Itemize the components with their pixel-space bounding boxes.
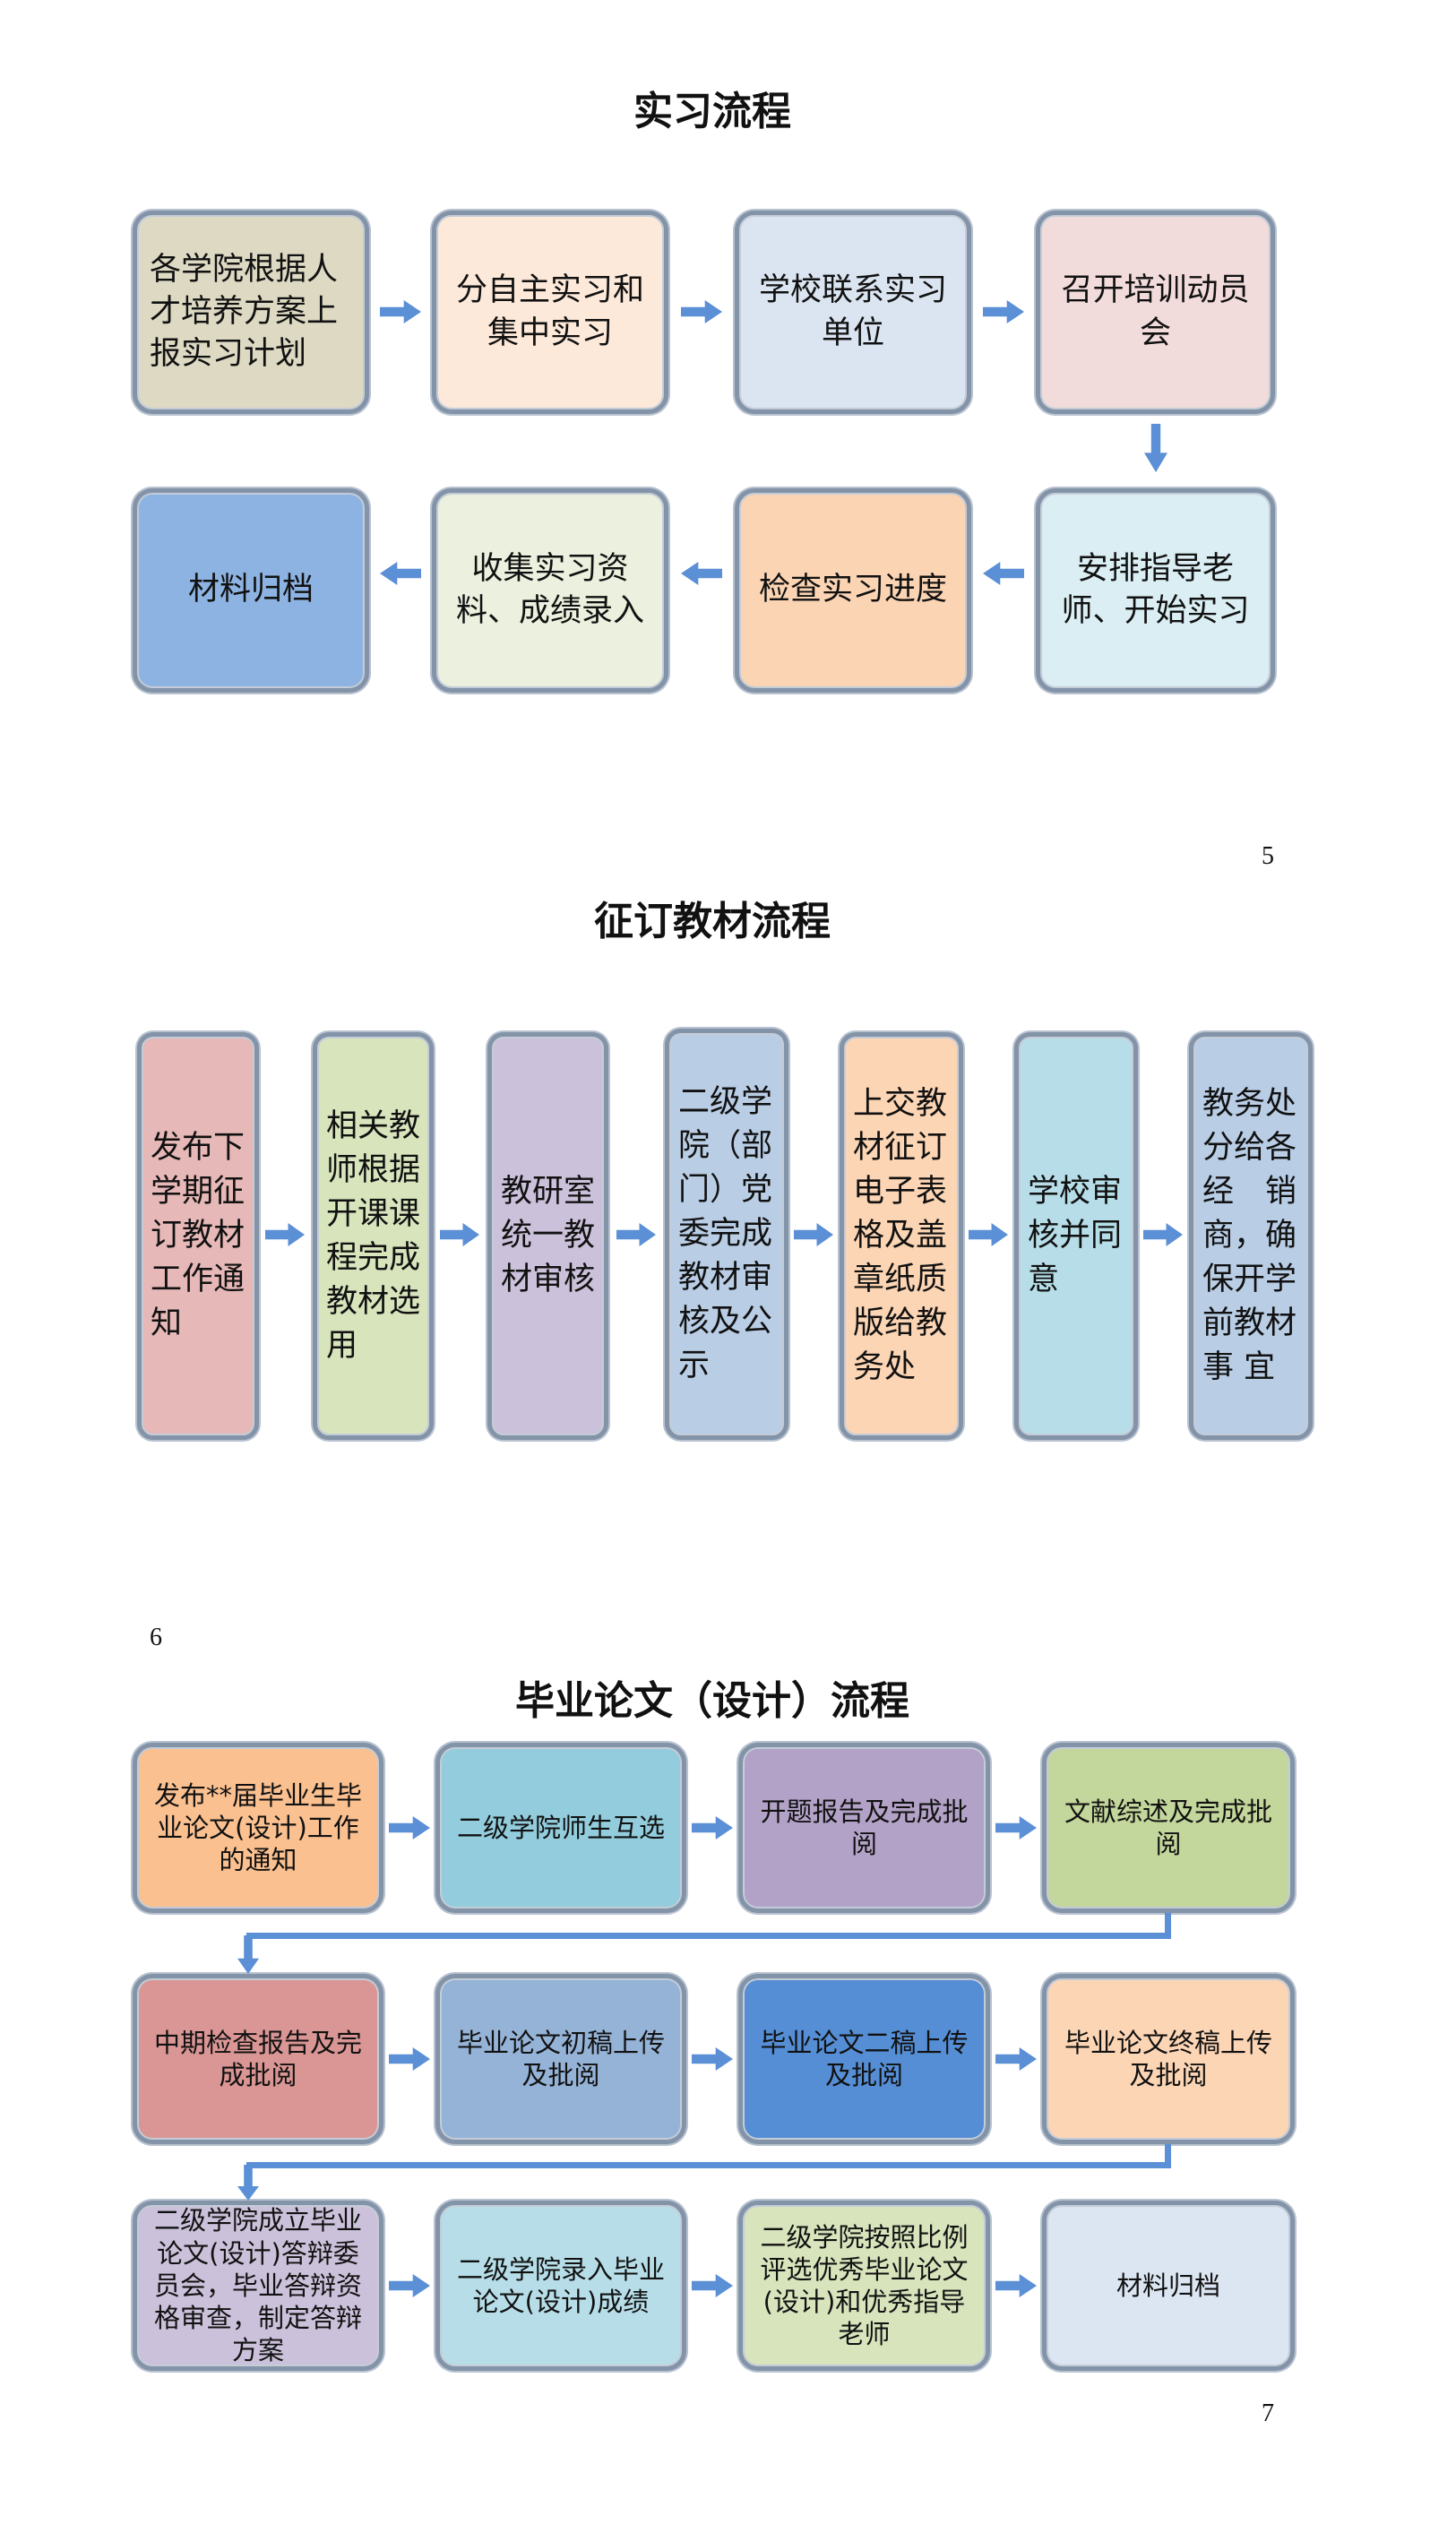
- arrow-down-icon: [237, 2165, 259, 2201]
- arrow-right-icon: [692, 1816, 733, 1839]
- step-label: 教务处分给各经 销商，确保开学前教材事 宜: [1202, 1086, 1297, 1385]
- flow-step: 中期检查报告及完成批阅: [133, 1974, 383, 2144]
- flow-step: 上交教材征订电子表格及盖章纸质版给教务处: [840, 1032, 963, 1440]
- step-label: 发布下学期征订教材工作通知: [151, 1130, 246, 1341]
- flow-step: 二级学院录入毕业论文(设计)成绩: [435, 2201, 686, 2371]
- arrow-right-icon: [265, 1223, 305, 1246]
- step-label: 毕业论文终稿上传及批阅: [1064, 2027, 1272, 2090]
- flow-step: 二级学院按照比例评选优秀毕业论文(设计)和优秀指导老师: [738, 2201, 990, 2371]
- flow-step: 毕业论文二稿上传及批阅: [738, 1974, 990, 2144]
- step-label: 材料归档: [187, 572, 314, 608]
- flow-step: 二级学院（部门）党委完成教材审核及公示: [665, 1029, 788, 1440]
- flow-step: 学校审核并同意: [1014, 1032, 1138, 1440]
- arrow-right-icon: [995, 1816, 1037, 1839]
- arrow-down-icon: [1144, 424, 1167, 472]
- step-label: 学校联系实习单位: [758, 272, 947, 351]
- flow-step: 开题报告及完成批阅: [738, 1743, 990, 1913]
- flow-step: 发布下学期征订教材工作通知: [137, 1032, 259, 1440]
- flow-step: 毕业论文初稿上传及批阅: [435, 1974, 686, 2144]
- flow-step: 文献综述及完成批阅: [1042, 1743, 1295, 1913]
- internship-title: 实习流程: [633, 89, 791, 134]
- step-label: 相关教师根据开课课程完成教材选用: [326, 1107, 421, 1364]
- step-label: 召开培训动员会: [1061, 272, 1250, 351]
- arrow-right-icon: [380, 300, 421, 323]
- arrow-left-icon: [681, 562, 722, 585]
- arrow-right-icon: [995, 2274, 1037, 2297]
- flow-step: 检查实习进度: [735, 488, 971, 693]
- flow-step: 相关教师根据开课课程完成教材选用: [313, 1032, 434, 1440]
- flow-step: 学校联系实习单位: [735, 211, 971, 414]
- arrow-right-icon: [794, 1223, 833, 1246]
- textbook-title: 征订教材流程: [594, 899, 831, 944]
- step-label: 发布**届毕业生毕业论文(设计)工作的通知: [153, 1779, 362, 1876]
- step-label: 安排指导老师、开始实习: [1061, 550, 1250, 629]
- step-label: 开题报告及完成批阅: [760, 1796, 969, 1859]
- step-label: 二级学院（部门）党委完成教材审核及公示: [678, 1084, 773, 1383]
- step-label: 各学院根据人才培养方案上报实习计划: [150, 251, 339, 373]
- step-label: 二级学院按照比例评选优秀毕业论文(设计)和优秀指导老师: [760, 2221, 969, 2350]
- step-label: 学校审核并同意: [1028, 1174, 1123, 1297]
- flow-step: 材料归档: [133, 488, 369, 693]
- step-label: 毕业论文二稿上传及批阅: [760, 2027, 969, 2090]
- arrow-right-icon: [995, 2047, 1037, 2071]
- arrow-right-icon: [681, 300, 722, 323]
- arrow-right-icon: [969, 1223, 1008, 1246]
- step-label: 分自主实习和集中实习: [455, 272, 644, 351]
- flow-step: 二级学院师生互选: [435, 1743, 686, 1913]
- flow-step: 收集实习资料、成绩录入: [432, 488, 668, 693]
- arrow-right-icon: [692, 2274, 733, 2297]
- step-label: 检查实习进度: [758, 572, 947, 608]
- flow-step: 分自主实习和集中实习: [432, 211, 668, 414]
- flow-step: 毕业论文终稿上传及批阅: [1042, 1974, 1295, 2144]
- step-label: 二级学院录入毕业论文(设计)成绩: [456, 2253, 665, 2317]
- arrow-down-icon: [237, 1935, 259, 1974]
- step-label: 收集实习资料、成绩录入: [455, 550, 644, 629]
- arrow-right-icon: [440, 1223, 479, 1246]
- arrow-left-icon: [380, 562, 421, 585]
- flow-step: 发布**届毕业生毕业论文(设计)工作的通知: [133, 1743, 383, 1913]
- arrow-right-icon: [1143, 1223, 1183, 1246]
- arrow-right-icon: [692, 2047, 733, 2071]
- step-label: 二级学院师生互选: [456, 1812, 665, 1843]
- arrow-right-icon: [389, 2047, 430, 2071]
- flow-step: 二级学院成立毕业论文(设计)答辩委员会，毕业答辩资格审查，制定答辩方案: [133, 2201, 383, 2371]
- connector-line: [246, 2162, 1171, 2168]
- flow-step: 安排指导老师、开始实习: [1036, 488, 1275, 693]
- step-label: 上交教材征订电子表格及盖章纸质版给教务处: [853, 1086, 948, 1385]
- flow-step: 各学院根据人才培养方案上报实习计划: [133, 211, 369, 414]
- step-label: 文献综述及完成批阅: [1064, 1796, 1272, 1859]
- page-number: 5: [1262, 842, 1274, 870]
- connector-line: [246, 1933, 1171, 1939]
- connector-line: [1165, 2144, 1171, 2167]
- step-label: 教研室统一教材审核: [501, 1174, 596, 1297]
- step-label: 中期检查报告及完成批阅: [153, 2027, 362, 2090]
- step-label: 材料归档: [1116, 2270, 1220, 2301]
- step-label: 二级学院成立毕业论文(设计)答辩委员会，毕业答辩资格审查，制定答辩方案: [153, 2205, 362, 2366]
- arrow-left-icon: [983, 562, 1024, 585]
- flow-step: 召开培训动员会: [1036, 211, 1275, 414]
- flow-step: 教研室统一教材审核: [487, 1032, 608, 1440]
- flow-step: 材料归档: [1042, 2201, 1295, 2371]
- arrow-right-icon: [983, 300, 1024, 323]
- step-label: 毕业论文初稿上传及批阅: [456, 2027, 665, 2090]
- connector-line: [1165, 1913, 1171, 1938]
- flow-step: 教务处分给各经 销商，确保开学前教材事 宜: [1189, 1032, 1313, 1440]
- page-number: 6: [150, 1624, 162, 1651]
- page-number: 7: [1262, 2399, 1274, 2427]
- arrow-right-icon: [389, 1816, 430, 1839]
- thesis-title: 毕业论文（设计）流程: [515, 1678, 909, 1724]
- arrow-right-icon: [389, 2274, 430, 2297]
- arrow-right-icon: [616, 1223, 656, 1246]
